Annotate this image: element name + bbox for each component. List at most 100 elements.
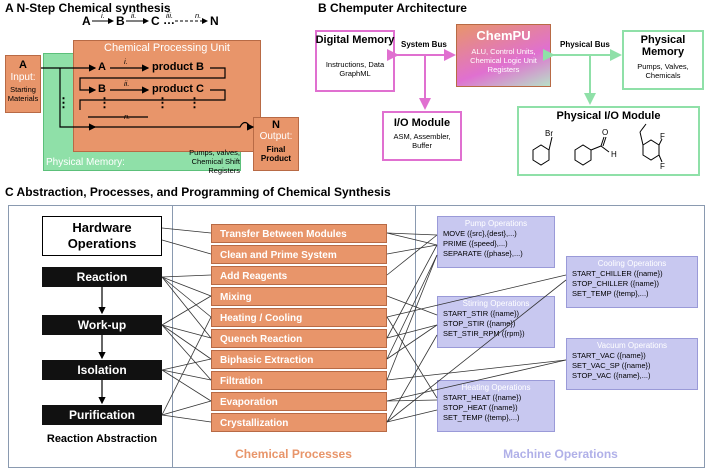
- heating-operations-title: Heating Operations: [461, 383, 531, 392]
- system-bus-label: System Bus: [401, 40, 447, 49]
- input-box: [5, 55, 41, 113]
- scheme-a: A: [82, 14, 91, 28]
- scheme-step-n: n.: [195, 11, 202, 20]
- vacuum-op-1: SET_VAC_SP ({name}): [572, 361, 651, 370]
- physical-bus-label: Physical Bus: [560, 40, 610, 49]
- io-module-items: ASM, Assembler, Buffer: [393, 132, 451, 150]
- heating-operations-box: Heating Operations START_HEAT ({name}) S…: [437, 380, 555, 432]
- panel-b-header: B Chemputer Architecture: [318, 1, 467, 15]
- heating-op-1: STOP_HEAT ({name}): [443, 403, 518, 412]
- output-box: [253, 117, 299, 171]
- vdots-1: ⋮: [98, 95, 111, 110]
- scheme-dots: …: [163, 13, 175, 27]
- machine-operations-label: Machine Operations: [503, 447, 618, 461]
- vacuum-operations-box: Vacuum Operations START_VAC ({name}) SET…: [566, 338, 698, 390]
- vacuum-operations-title: Vacuum Operations: [596, 341, 668, 350]
- row2-product: product C: [152, 83, 204, 95]
- vdots-2: ⋮: [156, 95, 169, 110]
- cooling-op-0: START_CHILLER ({name}): [572, 269, 663, 278]
- io-module-box: [382, 111, 462, 161]
- stirring-op-2: SET_STIR_RPM ({rpm}): [443, 329, 525, 338]
- scheme-n: N: [210, 14, 219, 28]
- panel-c-frame: [8, 205, 705, 468]
- reaction-step-0: Reaction: [42, 267, 162, 287]
- row3-step: n.: [124, 112, 131, 121]
- scheme-step-iii: iii.: [166, 11, 174, 20]
- row2-start: B: [98, 83, 106, 95]
- process-6: Biphasic Extraction: [211, 350, 387, 369]
- reaction-step-2: Isolation: [42, 360, 162, 380]
- pump-op-0: MOVE ({src},{dest},...): [443, 229, 517, 238]
- output-sub: Final Product: [260, 145, 292, 163]
- vacuum-op-2: STOP_VAC ({name},...): [572, 371, 651, 380]
- physical-memory-b-items: Pumps, Valves, Chemicals: [637, 62, 689, 80]
- scheme-step-i: i.: [101, 11, 105, 20]
- physical-memory-b-title: Physical Memory: [640, 34, 686, 58]
- row1-step: i.: [124, 57, 128, 66]
- mol-h: H: [611, 150, 617, 159]
- stirring-op-1: STOP_STIR ({name}): [443, 319, 516, 328]
- pump-operations-title: Pump Operations: [464, 219, 528, 228]
- process-9: Crystallization: [211, 413, 387, 432]
- mol-f2: F: [660, 162, 665, 171]
- cooling-operations-box: Cooling Operations START_CHILLER ({name}…: [566, 256, 698, 308]
- chempu-items: ALU, Control Units, Chemical Logic Unit …: [470, 47, 537, 74]
- process-5: Quench Reaction: [211, 329, 387, 348]
- physmem-items: Pumps, valves, Chemical Shift Registers: [189, 148, 240, 175]
- cooling-operations-title: Cooling Operations: [597, 259, 667, 268]
- scheme-step-ii: ii.: [131, 11, 137, 20]
- process-2: Add Reagents: [211, 266, 387, 285]
- chempu-title: ChemPU: [476, 28, 531, 43]
- physical-memory-b-box: [622, 30, 704, 90]
- row2-step: ii.: [124, 79, 130, 88]
- chempu-box: [456, 24, 551, 87]
- panel-a-header: A N-Step Chemical synthesis: [5, 1, 171, 15]
- input-letter: A: [19, 59, 27, 71]
- mol-o: O: [602, 128, 609, 137]
- stirring-operations-title: Stirring Operations: [462, 299, 530, 308]
- cpu-title: Chemical Processing Unit: [104, 42, 230, 54]
- reaction-abstraction-label: Reaction Abstraction: [46, 433, 158, 445]
- physmem-label: Physical Memory:: [46, 157, 125, 168]
- input-label: Input:: [10, 72, 36, 83]
- process-3: Mixing: [211, 287, 387, 306]
- reaction-step-1: Work-up: [42, 315, 162, 335]
- process-7: Filtration: [211, 371, 387, 390]
- cooling-op-2: SET_TEMP ({temp},...): [572, 289, 649, 298]
- row1-start: A: [98, 61, 106, 73]
- digital-memory-box: [315, 30, 395, 92]
- cooling-op-1: STOP_CHILLER ({name}): [572, 279, 659, 288]
- stirring-operations-box: Stirring Operations START_STIR ({name}) …: [437, 296, 555, 348]
- output-label: Output:: [259, 131, 293, 142]
- pump-op-2: SEPARATE ({phase},...): [443, 249, 523, 258]
- chemical-processes-label: Chemical Processes: [235, 447, 352, 461]
- heating-op-2: SET_TEMP ({temp},...): [443, 413, 520, 422]
- mol-f1: F: [660, 132, 665, 141]
- process-0: Transfer Between Modules: [211, 224, 387, 243]
- panel-c-divider-1: [172, 205, 173, 468]
- scheme-c: C: [151, 14, 160, 28]
- digital-memory-items: Instructions, Data GraphML: [325, 60, 385, 78]
- process-4: Heating / Cooling: [211, 308, 387, 327]
- pump-op-1: PRIME ({speed},...): [443, 239, 508, 248]
- panel-c-header: C Abstraction, Processes, and Programmin…: [5, 185, 391, 199]
- stirring-op-0: START_STIR ({name}): [443, 309, 519, 318]
- row1-product: product B: [152, 61, 204, 73]
- output-letter: N: [272, 119, 280, 131]
- io-module-title: I/O Module: [393, 117, 451, 129]
- process-8: Evaporation: [211, 392, 387, 411]
- panel-c-divider-2: [415, 205, 416, 468]
- vdots-3: ⋮: [188, 95, 201, 110]
- heating-op-0: START_HEAT ({name}): [443, 393, 522, 402]
- vdots-4: ⋮: [57, 95, 70, 110]
- input-sub: Starting Materials: [7, 85, 39, 103]
- mol-br: Br: [545, 129, 553, 138]
- vacuum-op-0: START_VAC ({name}): [572, 351, 646, 360]
- pump-operations-box: Pump Operations MOVE ({src},{dest},...) …: [437, 216, 555, 268]
- physical-io-title: Physical I/O Module: [556, 110, 661, 122]
- reaction-step-3: Purification: [42, 405, 162, 425]
- digital-memory-title: Digital Memory: [315, 34, 395, 46]
- scheme-b: B: [116, 14, 125, 28]
- process-1: Clean and Prime System: [211, 245, 387, 264]
- hardware-operations: Hardware Operations: [42, 216, 162, 256]
